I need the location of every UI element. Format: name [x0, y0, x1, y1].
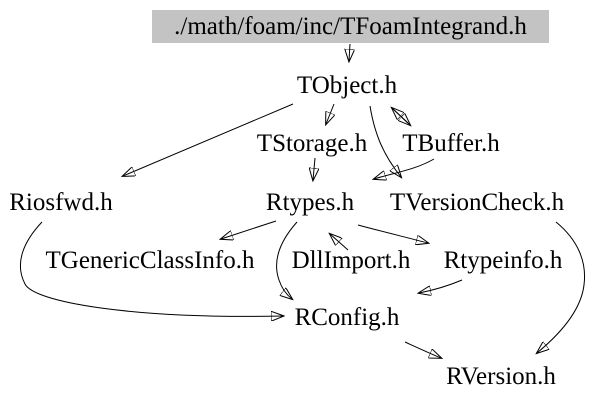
- edge-rconfig-to-rversion: [404, 341, 441, 358]
- node-tversioncheck[interactable]: TVersionCheck.h: [389, 189, 565, 216]
- node-dllimport[interactable]: DllImport.h: [291, 247, 411, 274]
- node-rtypes[interactable]: Rtypes.h: [265, 189, 355, 216]
- node-rversion[interactable]: RVersion.h: [446, 363, 556, 390]
- edge-dllimport-to-rtypes: [330, 234, 349, 251]
- node-rtypeinfo[interactable]: Rtypeinfo.h: [443, 247, 563, 274]
- root-node-label: ./math/foam/inc/TFoamIntegrand.h: [174, 12, 527, 40]
- node-tgenericclassinfo[interactable]: TGenericClassInfo.h: [45, 247, 255, 274]
- root-node: ./math/foam/inc/TFoamIntegrand.h: [152, 10, 549, 43]
- edge-riosfwd-to-rconfig: [20, 221, 283, 316]
- edge-tstorage-to-rtypes: [313, 157, 315, 180]
- edge-rtypeinfo-to-rconfig: [419, 279, 463, 293]
- edge-tobject-to-tversioncheck: [369, 105, 401, 177]
- edge-tobject-to-tstorage: [326, 103, 334, 124]
- edge-tversioncheck-to-rversion: [537, 221, 586, 353]
- node-rconfig[interactable]: RConfig.h: [294, 304, 400, 331]
- edge-tobject-to-riosfwd: [123, 103, 294, 176]
- edge-rtypes-to-tgenericclassinfo: [221, 220, 277, 239]
- edge-rtypes-to-rtypeinfo: [357, 224, 428, 243]
- edge-rtypes-to-rconfig: [276, 221, 298, 299]
- edge-tbuffer-to-tobject: [392, 108, 409, 124]
- node-tstorage[interactable]: TStorage.h: [256, 130, 368, 157]
- node-tobject[interactable]: TObject.h: [296, 72, 398, 99]
- node-tbuffer[interactable]: TBuffer.h: [402, 130, 500, 157]
- edge-root-to-tobject: [349, 43, 350, 61]
- edge-tbuffer-to-rtypes: [374, 158, 435, 179]
- node-riosfwd[interactable]: Riosfwd.h: [9, 189, 113, 216]
